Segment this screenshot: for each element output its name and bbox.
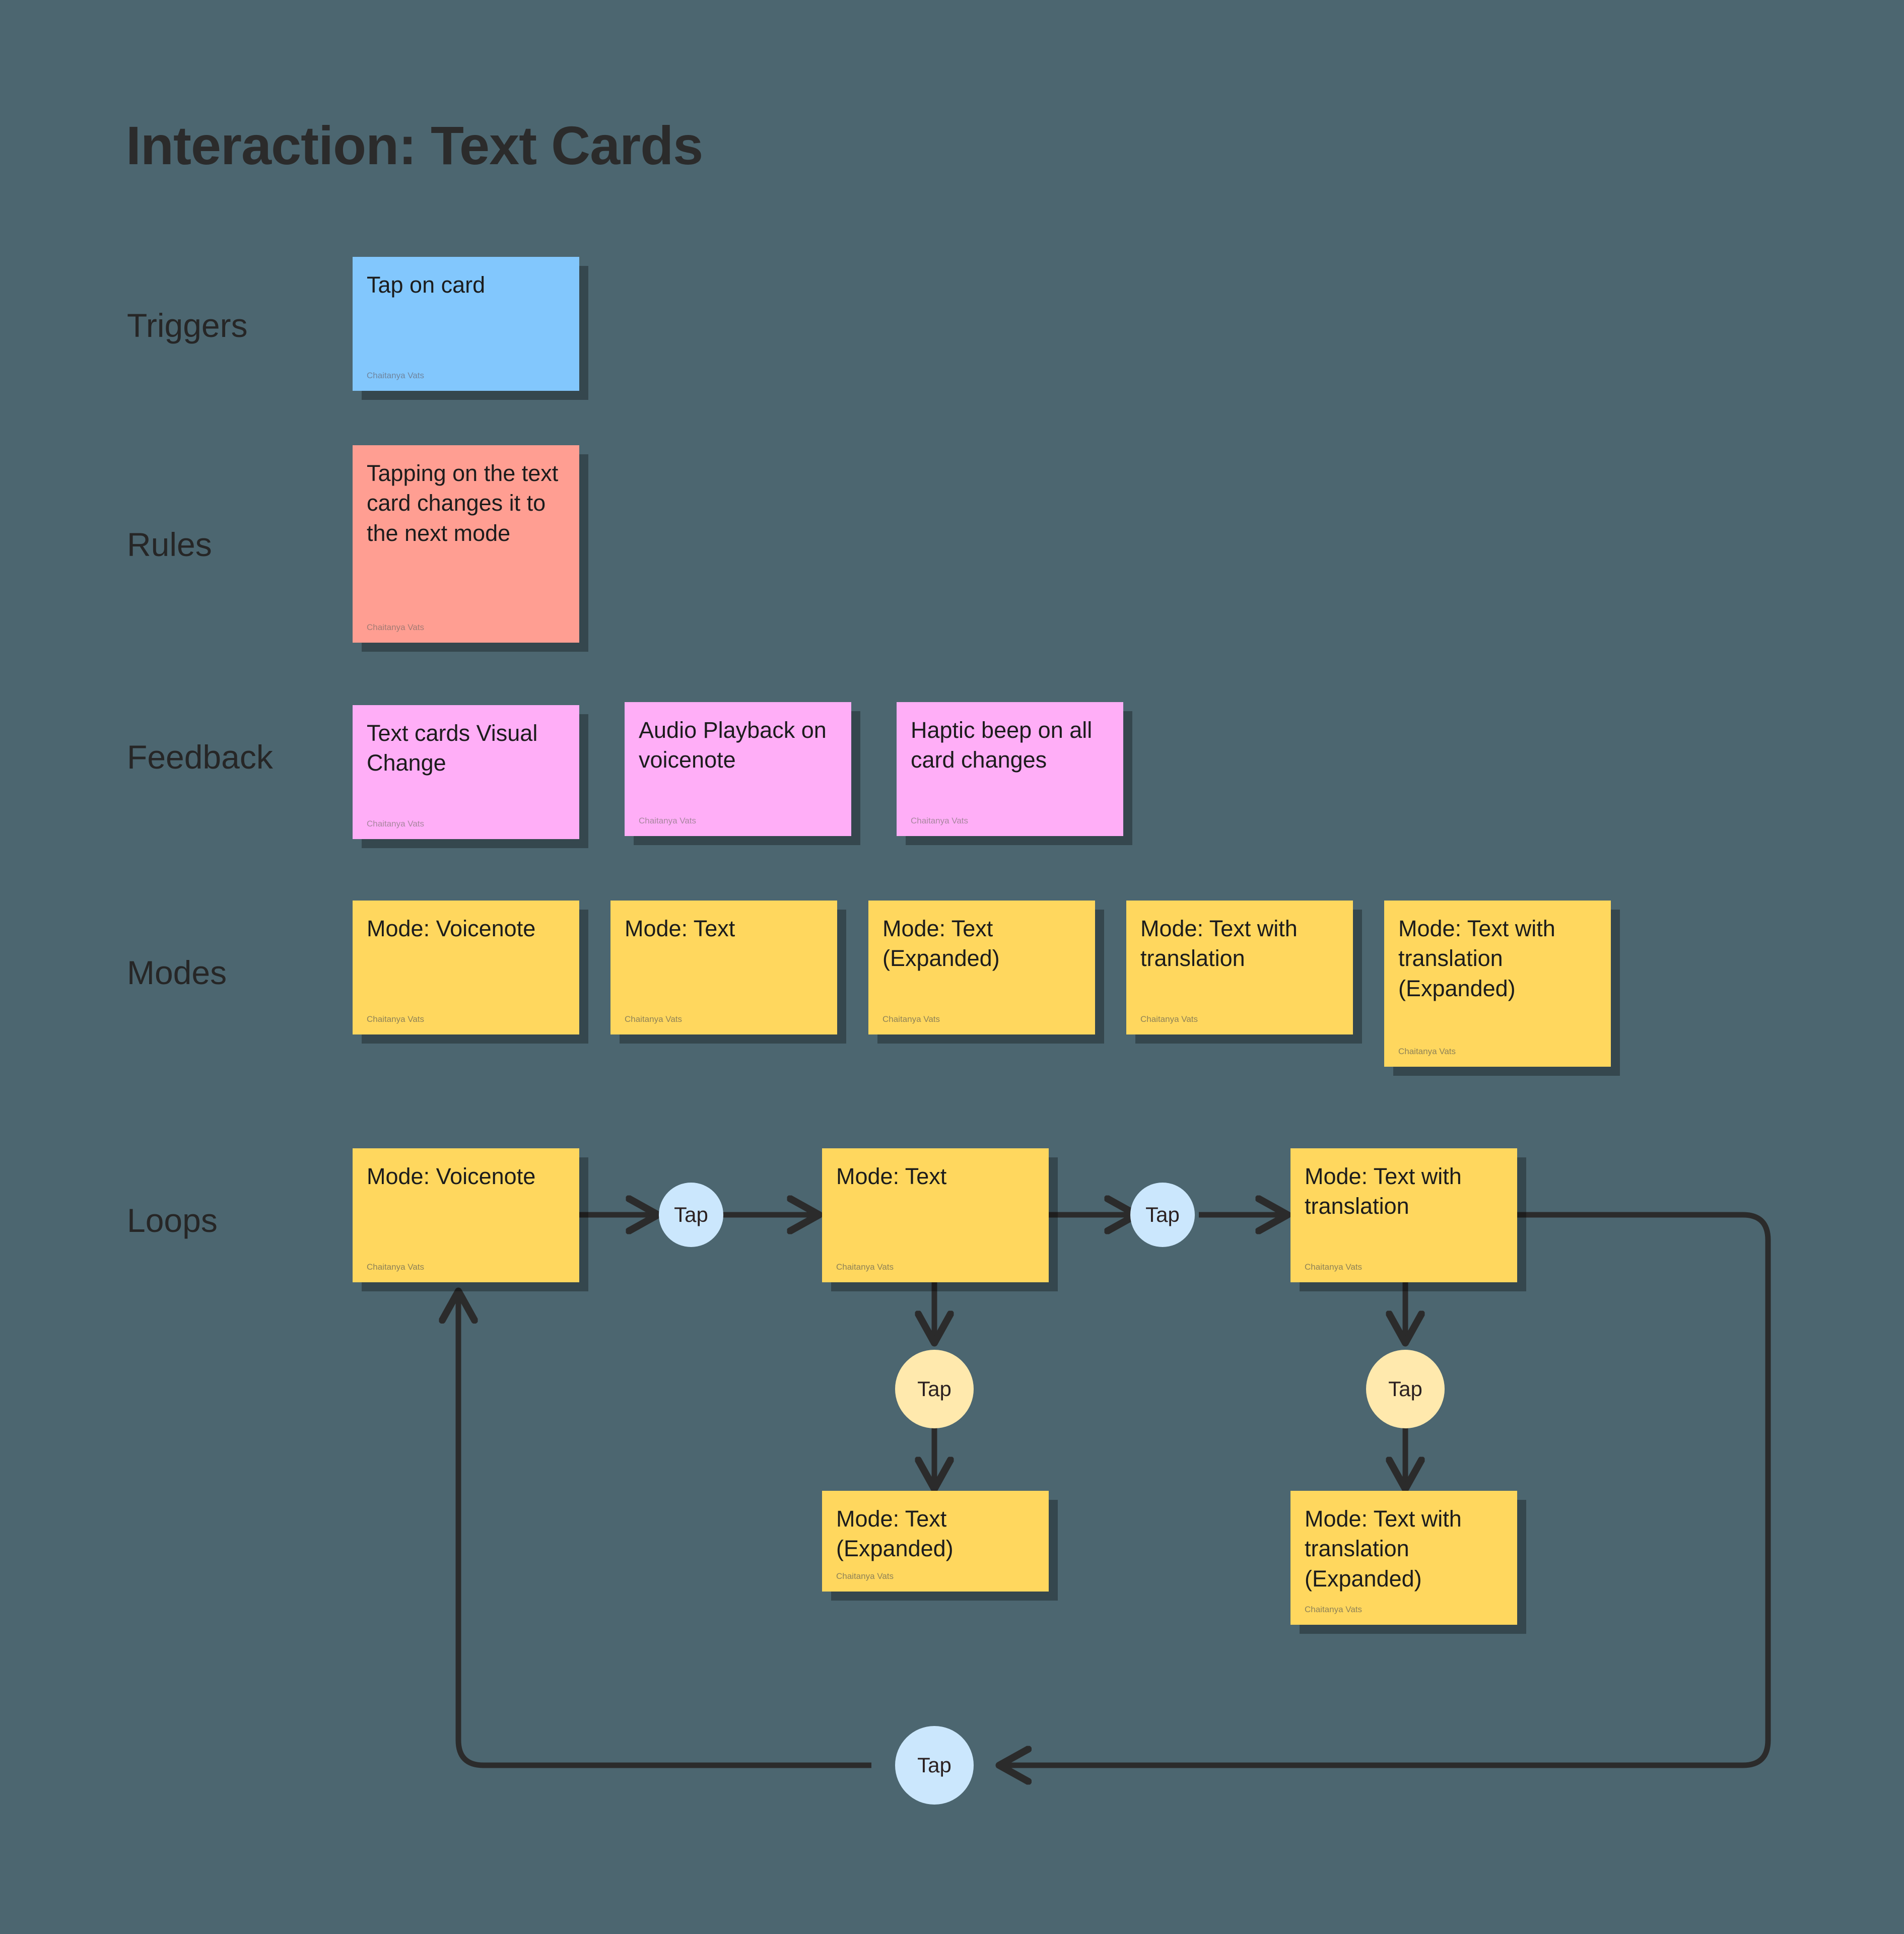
- card-text: Mode: Text: [836, 1163, 947, 1189]
- card-author: Chaitanya Vats: [882, 1014, 940, 1024]
- card-text: Mode: Text with translation (Expanded): [1305, 1506, 1462, 1592]
- loop-card-text[interactable]: Mode: Text Chaitanya Vats: [822, 1148, 1049, 1282]
- card-text: Mode: Text with translation (Expanded): [1398, 916, 1555, 1001]
- loop-tap-node-2[interactable]: Tap: [1130, 1183, 1195, 1247]
- tap-label: Tap: [917, 1377, 951, 1401]
- card-text: Mode: Voicenote: [367, 916, 536, 941]
- card-author: Chaitanya Vats: [1305, 1262, 1363, 1272]
- card-text: Mode: Text (Expanded): [882, 916, 1000, 972]
- mode-card-text-with-translation[interactable]: Mode: Text with translation Chaitanya Va…: [1126, 901, 1353, 1034]
- card-text: Mode: Text with translation: [1305, 1163, 1462, 1219]
- card-author: Chaitanya Vats: [625, 1014, 683, 1024]
- tap-label: Tap: [674, 1203, 708, 1226]
- card-author: Chaitanya Vats: [836, 1262, 894, 1272]
- card-author: Chaitanya Vats: [367, 819, 425, 828]
- loop-card-voicenote[interactable]: Mode: Voicenote Chaitanya Vats: [353, 1148, 579, 1282]
- card-author: Chaitanya Vats: [367, 371, 425, 380]
- card-text: Audio Playback on voicenote: [639, 717, 827, 773]
- card-author: Chaitanya Vats: [1398, 1047, 1456, 1056]
- mode-card-text-expanded[interactable]: Mode: Text (Expanded) Chaitanya Vats: [868, 901, 1095, 1034]
- trigger-card[interactable]: Tap on card Chaitanya Vats: [353, 257, 579, 391]
- loop-tap-node-5[interactable]: Tap: [895, 1726, 974, 1805]
- card-text: Mode: Text with translation: [1140, 916, 1298, 972]
- card-author: Chaitanya Vats: [836, 1571, 894, 1581]
- card-author: Chaitanya Vats: [1305, 1605, 1363, 1614]
- card-author: Chaitanya Vats: [367, 1262, 425, 1272]
- loop-tap-node-3[interactable]: Tap: [895, 1350, 974, 1428]
- row-label-modes: Modes: [127, 954, 227, 991]
- card-text: Haptic beep on all card changes: [911, 717, 1093, 773]
- row-label-feedback: Feedback: [127, 738, 273, 776]
- tap-label: Tap: [1145, 1203, 1180, 1226]
- mode-card-text-with-translation-expanded[interactable]: Mode: Text with translation (Expanded) C…: [1384, 901, 1611, 1067]
- card-text: Mode: Text (Expanded): [836, 1506, 954, 1562]
- loop-tap-node-4[interactable]: Tap: [1366, 1350, 1445, 1428]
- row-label-triggers: Triggers: [127, 307, 248, 344]
- loop-card-text-with-translation[interactable]: Mode: Text with translation Chaitanya Va…: [1290, 1148, 1517, 1282]
- mode-card-voicenote[interactable]: Mode: Voicenote Chaitanya Vats: [353, 901, 579, 1034]
- feedback-card-visual-change[interactable]: Text cards Visual Change Chaitanya Vats: [353, 705, 579, 839]
- loop-card-text-with-translation-expanded[interactable]: Mode: Text with translation (Expanded) C…: [1290, 1491, 1517, 1625]
- tap-label: Tap: [917, 1753, 951, 1777]
- tap-label: Tap: [1388, 1377, 1422, 1401]
- feedback-card-haptic-beep[interactable]: Haptic beep on all card changes Chaitany…: [897, 702, 1123, 836]
- feedback-card-audio-playback[interactable]: Audio Playback on voicenote Chaitanya Va…: [625, 702, 851, 836]
- card-author: Chaitanya Vats: [1140, 1014, 1198, 1024]
- card-text: Mode: Text: [625, 916, 735, 941]
- loop-card-text-expanded[interactable]: Mode: Text (Expanded) Chaitanya Vats: [822, 1491, 1049, 1592]
- card-author: Chaitanya Vats: [367, 623, 425, 632]
- row-label-rules: Rules: [127, 526, 212, 563]
- card-text: Text cards Visual Change: [367, 720, 538, 776]
- mode-card-text[interactable]: Mode: Text Chaitanya Vats: [610, 901, 837, 1034]
- card-author: Chaitanya Vats: [367, 1014, 425, 1024]
- card-author: Chaitanya Vats: [911, 816, 969, 825]
- card-text: Mode: Voicenote: [367, 1163, 536, 1189]
- loop-tap-node-1[interactable]: Tap: [659, 1183, 723, 1247]
- card-text: Tapping on the text card changes it to t…: [367, 460, 559, 546]
- card-text: Tap on card: [367, 272, 486, 298]
- rule-card[interactable]: Tapping on the text card changes it to t…: [353, 445, 579, 643]
- row-label-loops: Loops: [127, 1202, 218, 1239]
- card-author: Chaitanya Vats: [639, 816, 697, 825]
- page-title: Interaction: Text Cards: [126, 115, 703, 176]
